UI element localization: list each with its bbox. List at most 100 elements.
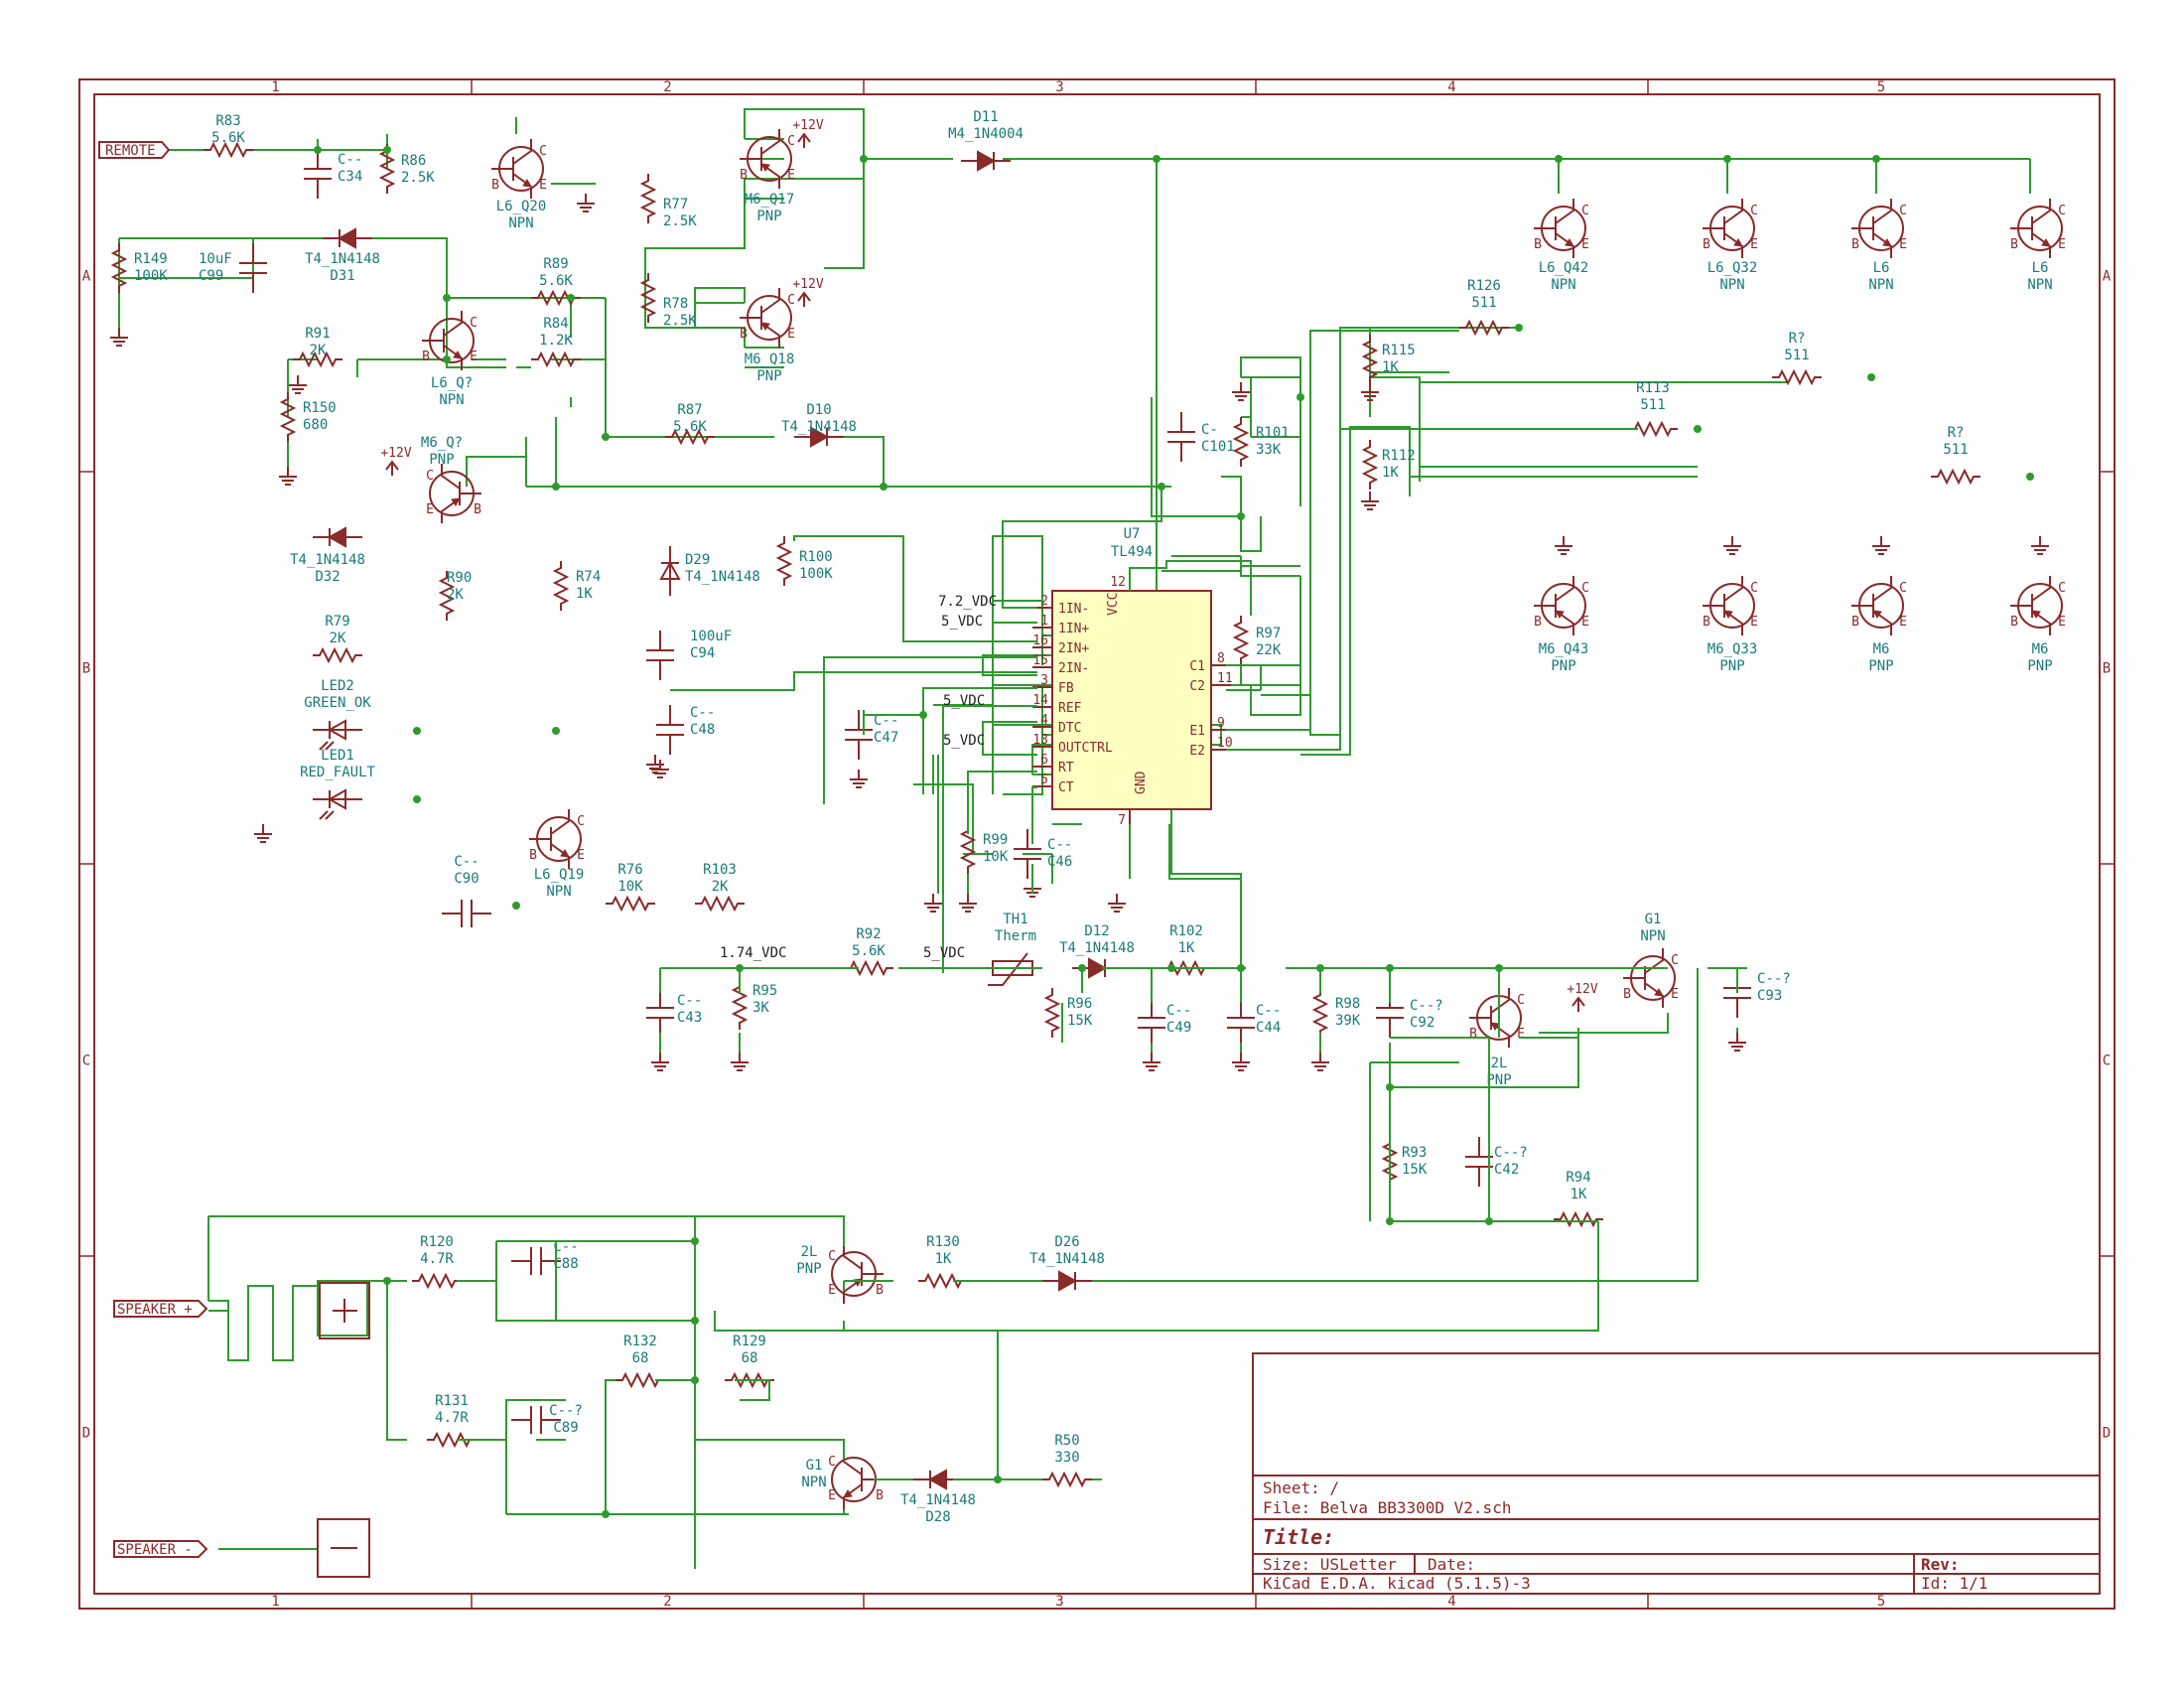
resistor[interactable]: R?511 — [1931, 425, 1980, 486]
capacitor[interactable]: C--?C89 — [511, 1403, 583, 1436]
label-transistors-9-value: NPN — [2027, 277, 2052, 293]
hier-remote[interactable]: REMOTE — [98, 141, 171, 159]
capacitor[interactable]: C--C49 — [1138, 998, 1191, 1048]
capacitor[interactable]: C--?C93 — [1723, 968, 1791, 1018]
label-diodes-10-ref: TH1 — [1003, 912, 1027, 927]
pin-c: C — [828, 1455, 836, 1470]
pin-b: B — [1851, 237, 1859, 252]
ground-symbol — [924, 894, 942, 913]
label-transistors-16-ref: 2L — [801, 1244, 818, 1260]
hier-speaker-plus[interactable]: SPEAKER_+ — [113, 1300, 208, 1318]
label-resistors-21-ref: R126 — [1467, 278, 1501, 294]
ic-u7-tl494[interactable]: U7 TL494 21IN-11IN+162IN+152IN-3FB14REF4… — [1032, 526, 1233, 829]
capacitor[interactable]: C--?C42 — [1465, 1137, 1528, 1187]
junction-dot — [1867, 373, 1875, 381]
capacitor[interactable]: C--C90 — [442, 854, 491, 927]
capacitor[interactable]: C--C34 — [304, 149, 362, 199]
capacitor[interactable]: C--C47 — [845, 710, 898, 760]
junction-dot — [1723, 155, 1731, 163]
capacitor[interactable]: C--C44 — [1227, 998, 1281, 1048]
capacitor[interactable]: C-C101 — [1167, 412, 1235, 462]
capacitor[interactable]: C--C46 — [1014, 829, 1072, 879]
capacitor[interactable]: C--C43 — [646, 988, 702, 1038]
resistor[interactable]: R?511 — [1772, 331, 1822, 386]
zone-col-1: 1 — [271, 1594, 279, 1610]
ic-pin-num: 8 — [1217, 651, 1225, 666]
capacitor[interactable]: C--C88 — [511, 1239, 579, 1275]
label-resistors-36-value: 1K — [935, 1251, 952, 1267]
capacitor[interactable]: C--C48 — [656, 705, 715, 755]
ground-symbol — [646, 755, 664, 774]
hier-speaker-minus[interactable]: SPEAKER_- — [113, 1540, 208, 1558]
label-transistors-4-value: PNP — [429, 452, 454, 468]
capacitor[interactable]: C--?C92 — [1376, 988, 1443, 1038]
